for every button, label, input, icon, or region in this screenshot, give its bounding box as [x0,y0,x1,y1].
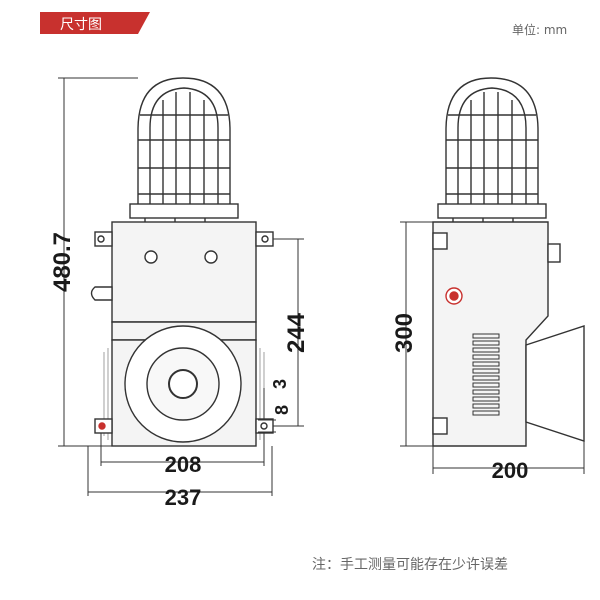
front-upper-housing [111,221,257,323]
front-bracket-br [255,418,274,434]
dim-side-depth: 200 [492,458,529,483]
front-horn-center [168,369,198,399]
front-screw-right [204,250,218,264]
footer-note: 注：手工测量可能存在少许误差 [312,557,508,573]
front-bracket-tr [255,231,274,247]
front-dimension-lines [58,77,304,496]
front-lamp-cage [129,77,239,224]
header-tag-label: 尺寸图 [60,17,102,33]
side-bracket-top [432,232,448,250]
front-cable-gland [90,286,113,301]
side-bracket-bottom [432,417,448,435]
unit-label: 单位: mm [512,22,567,37]
dim-housing-height: 244 [283,312,310,353]
dim-outer-width: 237 [165,485,202,510]
dim-small-a: 3 [270,379,290,389]
dim-small-b: 8 [272,405,292,415]
side-dimension-lines [400,221,585,474]
dim-total-height: 480.7 [49,232,76,292]
dim-inner-width: 208 [165,452,202,477]
side-lamp-cage [437,77,547,224]
side-knob [547,243,561,263]
front-view [90,77,274,447]
dim-side-height: 300 [391,313,418,353]
front-screw-left [144,250,158,264]
header-tag: 尺寸图 [40,12,150,34]
side-vents [472,333,500,416]
side-view [432,77,585,447]
side-horn [525,325,585,442]
